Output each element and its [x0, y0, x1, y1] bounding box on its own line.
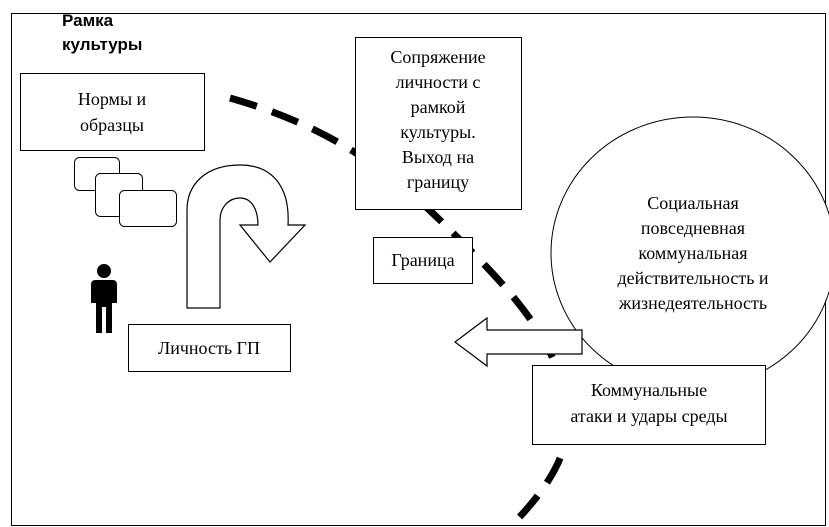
attacks-box: Коммунальные атаки и удары среды [532, 365, 766, 445]
conjugation-line: Выход на [402, 147, 474, 167]
border-label: Граница [391, 250, 454, 270]
stacked-cards-icon [74, 157, 177, 227]
social-reality-circle: Социальная повседневная коммунальная дей… [550, 116, 829, 390]
conjugation-line: Сопряжение [390, 47, 485, 67]
person-icon [91, 264, 117, 333]
personality-box: Личность ГП [128, 324, 291, 372]
conjugation-line: культуры. [400, 122, 475, 142]
circle-line: действительность и [617, 268, 768, 288]
frame-title-line: Рамка [62, 11, 114, 30]
attacks-line: Коммунальные [591, 380, 707, 400]
personality-label: Личность ГП [158, 338, 260, 358]
norms-line: Нормы и [78, 89, 147, 109]
frame-title-line: культуры [62, 35, 142, 54]
u-turn-arrow-icon [186, 164, 307, 309]
circle-line: повседневная [641, 218, 745, 238]
conjugation-line: личности с [396, 72, 481, 92]
circle-line: коммунальная [638, 243, 747, 263]
border-box: Граница [373, 237, 473, 284]
left-arrow-icon [454, 316, 583, 368]
circle-line: жизнедеятельность [618, 293, 767, 313]
attacks-line: атаки и удары среды [570, 406, 727, 426]
norms-box: Нормы и образцы [20, 73, 205, 151]
conjugation-box: Сопряжение личности с рамкой культуры. В… [355, 37, 522, 210]
circle-line: Социальная [647, 193, 739, 213]
norms-line: образцы [80, 115, 144, 135]
conjugation-line: границу [407, 172, 469, 192]
frame-title: Рамка культуры [62, 11, 142, 54]
conjugation-line: рамкой [411, 97, 466, 117]
